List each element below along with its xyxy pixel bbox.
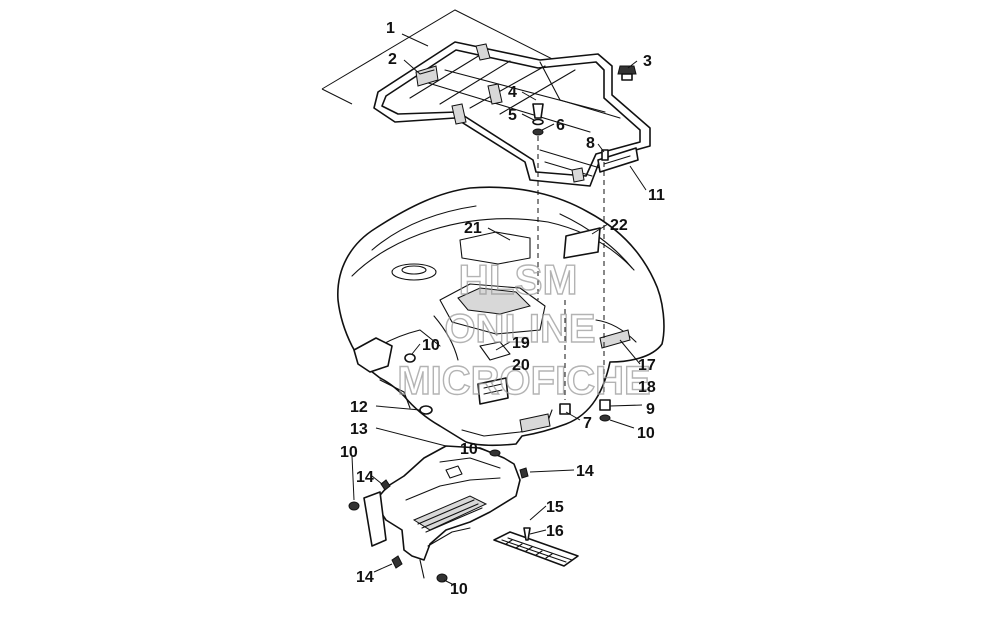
rear-rack bbox=[373, 41, 651, 187]
callout-8: 8 bbox=[586, 135, 595, 152]
watermark-line-3: MICROFICHE bbox=[397, 359, 650, 403]
footwell bbox=[363, 445, 521, 579]
callout-13: 13 bbox=[350, 421, 368, 438]
callout-4: 4 bbox=[508, 84, 517, 101]
callout-16: 16 bbox=[546, 523, 564, 540]
callout-9: 9 bbox=[646, 401, 655, 418]
callout-18: 18 bbox=[638, 379, 656, 396]
callout-14-a: 14 bbox=[356, 469, 374, 486]
assembly-bracket bbox=[321, 9, 591, 105]
callout-20: 20 bbox=[512, 357, 530, 374]
callout-15: 15 bbox=[546, 499, 564, 516]
callout-10-a: 10 bbox=[422, 337, 440, 354]
callout-6: 6 bbox=[556, 117, 565, 134]
callout-labels: 1 2 3 4 5 6 7 8 9 10 10 10 10 10 11 12 1… bbox=[340, 20, 665, 598]
callout-1: 1 bbox=[386, 20, 395, 37]
watermark-line-1: HLSM bbox=[459, 256, 578, 303]
loose-hardware bbox=[348, 227, 611, 583]
rack-hardware bbox=[532, 65, 637, 161]
step-plate bbox=[493, 531, 579, 567]
callout-14-c: 14 bbox=[356, 569, 374, 586]
callout-10-b: 10 bbox=[637, 425, 655, 442]
callout-10-e: 10 bbox=[450, 581, 468, 598]
callout-14-b: 14 bbox=[576, 463, 594, 480]
callout-17: 17 bbox=[638, 357, 656, 374]
callout-11: 11 bbox=[648, 187, 665, 204]
callout-3: 3 bbox=[643, 53, 652, 70]
callout-22: 22 bbox=[610, 217, 628, 234]
callout-10-d: 10 bbox=[340, 444, 358, 461]
callout-10-c: 10 bbox=[460, 441, 478, 458]
callout-21: 21 bbox=[464, 220, 482, 237]
watermark: HLSM ONLINE MICROFICHE bbox=[397, 255, 652, 403]
callout-5: 5 bbox=[508, 107, 517, 124]
leader-lines bbox=[351, 59, 647, 587]
callout-2: 2 bbox=[388, 51, 397, 68]
callout-7: 7 bbox=[583, 415, 592, 432]
callout-19: 19 bbox=[512, 335, 530, 352]
watermark-line-2: ONLINE bbox=[444, 307, 595, 351]
assembly-lines bbox=[537, 136, 605, 400]
callout-12: 12 bbox=[350, 399, 368, 416]
